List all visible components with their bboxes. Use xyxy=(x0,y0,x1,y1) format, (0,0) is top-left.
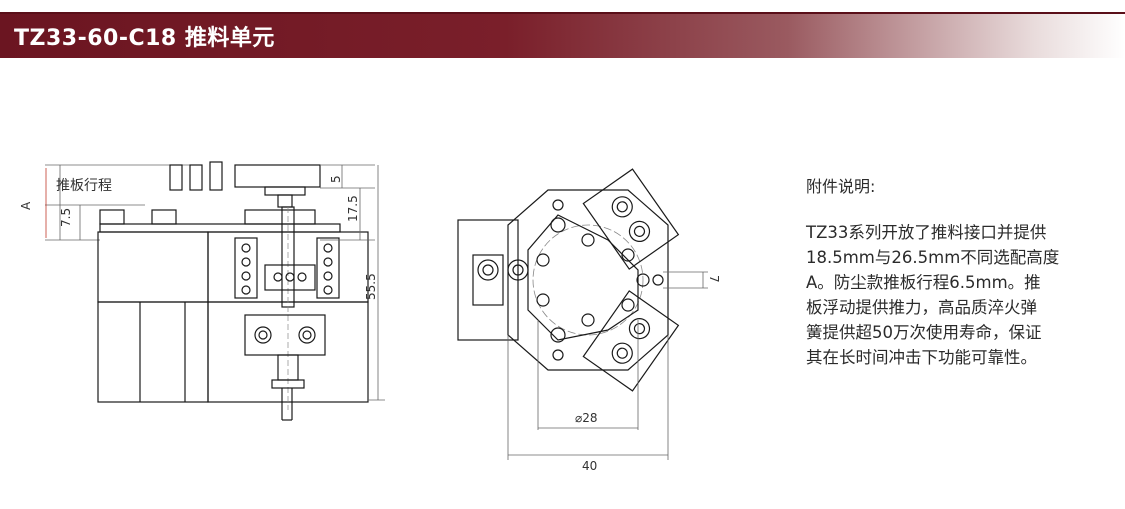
notes-line: TZ33系列开放了推料接口并提供 xyxy=(806,223,1047,242)
banner-topline xyxy=(0,12,1125,14)
dim-5: 5 xyxy=(329,175,343,183)
title-banner xyxy=(0,12,1125,58)
label-stroke: 推板行程 xyxy=(56,178,112,194)
label-a: A xyxy=(20,201,33,210)
side-view xyxy=(45,161,385,421)
dim-7-5: 7.5 xyxy=(59,208,73,227)
notes-body: TZ33系列开放了推料接口并提供 18.5mm与26.5mm不同选配高度 A。防… xyxy=(806,220,1106,370)
technical-drawing: 推板行程 A 7.5 5 17.5 55.5 7 ⌀28 40 xyxy=(20,161,720,473)
notes-line: 簧提供超50万次使用寿命，保证 xyxy=(806,323,1042,342)
notes-line: 其在长时间冲击下功能可靠性。 xyxy=(806,348,1037,367)
notes-heading: 附件说明: xyxy=(806,177,876,196)
dim-55-5: 55.5 xyxy=(364,273,378,300)
page-title: TZ33-60-C18 推料单元 xyxy=(14,26,275,51)
dim-40: 40 xyxy=(582,459,597,473)
dim-phi28: ⌀28 xyxy=(575,411,598,425)
dim-17-5: 17.5 xyxy=(346,195,360,222)
notes-line: A。防尘款推板行程6.5mm。推 xyxy=(806,273,1041,292)
notes-line: 板浮动提供推力，高品质淬火弹 xyxy=(806,298,1037,317)
dim-7: 7 xyxy=(707,275,720,283)
top-view xyxy=(457,168,708,460)
notes-line: 18.5mm与26.5mm不同选配高度 xyxy=(806,248,1060,267)
notes-panel: 附件说明: TZ33系列开放了推料接口并提供 18.5mm与26.5mm不同选配… xyxy=(806,176,1106,370)
